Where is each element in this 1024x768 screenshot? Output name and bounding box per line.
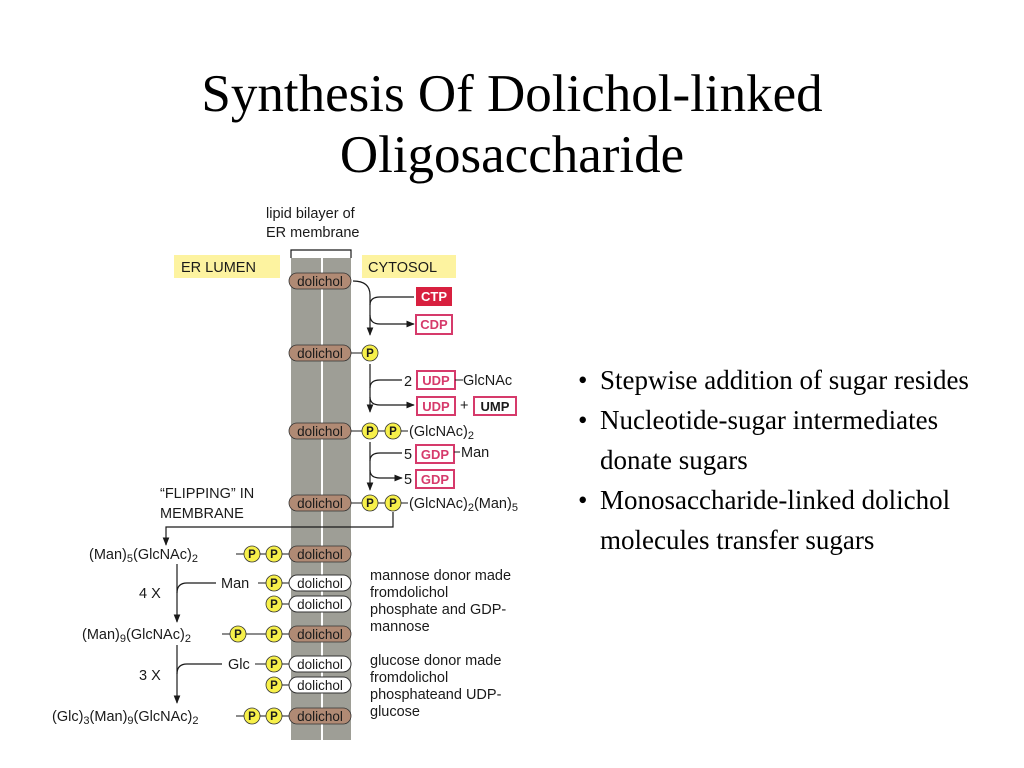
phosphate-label-man-released: P: [270, 599, 278, 611]
dolichol-label-glc-released: dolichol: [297, 678, 343, 693]
gdp-out-arrow: [369, 469, 403, 482]
udp-glcnac-coef: 2: [404, 374, 412, 390]
repeat-4x-label: 4 X: [139, 586, 161, 602]
gdp-label-out: GDP: [421, 472, 450, 487]
gdp-man-coef: 5: [404, 447, 412, 463]
phosphate-label-row-4b: P: [389, 498, 397, 510]
glcnac2-sub: 2: [468, 430, 474, 442]
glcnac2man5-row-4: (GlcNAc)2(Man)5: [409, 496, 518, 514]
glc-donor-label: Glc: [228, 657, 250, 673]
phosphate-label-row-7b: P: [270, 711, 278, 723]
bilayer-bracket: [290, 249, 352, 258]
gdp-label-in: GDP: [421, 447, 450, 462]
dolichol-label-man-released: dolichol: [297, 597, 343, 612]
phosphate-label-row-5a: P: [248, 549, 256, 561]
man5glcnac2-row-5: (Man)5(GlcNAc)2: [89, 547, 198, 565]
cdp-label: CDP: [420, 317, 448, 332]
man-label-row-3: Man: [461, 445, 489, 461]
phosphate-label-man-donor: P: [270, 578, 278, 590]
step1-arrow: [352, 280, 374, 336]
glucose-donor-note-line-3: phosphateand UDP-: [370, 687, 502, 703]
slide-title-line-2: Oligosaccharide: [339, 126, 685, 184]
glc3man9glcnac2-row-7: (Glc)3(Man)9(GlcNAc)2: [52, 709, 198, 727]
bilayer-label-line-2: ER membrane: [266, 225, 359, 241]
plus-sign: +: [460, 398, 468, 414]
glucose-donor-note-line-4: glucose: [370, 704, 420, 720]
ump-box: [473, 396, 517, 416]
repeat-3x-label: 3 X: [139, 668, 161, 684]
ctp-box: [416, 287, 452, 306]
man-donor-label: Man: [221, 576, 249, 592]
dolichol-label-row-7: dolichol: [297, 709, 343, 724]
gdp-out-coef: 5: [404, 472, 412, 488]
gdp-box-in: [415, 444, 455, 464]
man9glcnac2-row-6: (Man)9(GlcNAc)2: [82, 627, 191, 645]
er-lumen-label: ER LUMEN: [181, 260, 256, 276]
er-lumen-label-box: [174, 255, 280, 278]
dolichol-row-5: [288, 545, 352, 563]
dolichol-label-row-4: dolichol: [297, 496, 343, 511]
phosphate-label-row-2: P: [366, 348, 374, 360]
dolichol-label-man-donor: dolichol: [297, 576, 343, 591]
gdp-man-in-arrow: [369, 452, 402, 462]
slide-title-line-1: Synthesis Of Dolichol-linked: [201, 65, 823, 123]
flipping-label-line-1: “FLIPPING” IN: [160, 486, 254, 502]
phosphate-label-glc-released: P: [270, 680, 278, 692]
udp-glcnac-in-arrow: [369, 379, 402, 389]
dolichol-label-row-6: dolichol: [297, 627, 343, 642]
cdp-out-arrow: [369, 314, 415, 328]
mannose-donor-note-line-4: mannose: [370, 619, 430, 635]
udp-label-out: UDP: [422, 399, 450, 414]
ump-label: UMP: [481, 399, 510, 414]
mannose-donor-note-line-3: phosphate and GDP-: [370, 602, 506, 618]
bullet-item-2: Nucleotide-sugar intermediates donate su…: [574, 400, 1014, 480]
glcnac2-row-3: (GlcNAc)2: [409, 424, 474, 442]
dolichol-label-row-5: dolichol: [297, 547, 343, 562]
mannose-donor-note-line-1: mannose donor made: [370, 568, 511, 584]
slide-title: Synthesis Of Dolichol-linked Oligosaccha…: [0, 64, 1024, 186]
phosphate-label-row-7a: P: [248, 711, 256, 723]
bullet-list: Stepwise addition of sugar resides Nucle…: [574, 360, 1014, 560]
mannose-donor-note-line-2: fromdolichol: [370, 585, 448, 601]
phosphate-label-row-6a: P: [234, 629, 242, 641]
glcnac-label: GlcNAc: [463, 373, 512, 389]
man-transfer-arrow: [176, 582, 216, 594]
dolichol-row-6: [288, 625, 352, 643]
bullet-item-3: Monosaccharide-linked dolichol molecules…: [574, 480, 1014, 560]
glucose-donor-note-line-1: glucose donor made: [370, 653, 501, 669]
ctp-label: CTP: [421, 289, 447, 304]
udp-label-in: UDP: [422, 373, 450, 388]
bullet-item-1: Stepwise addition of sugar resides: [574, 360, 1014, 400]
phosphate-row-2: [361, 344, 379, 362]
phosphate-label-row-6b: P: [270, 629, 278, 641]
udp-box-out: [416, 396, 456, 416]
bilayer-label-line-1: lipid bilayer of: [266, 206, 356, 222]
phosphate-label-row-3a: P: [366, 426, 374, 438]
dolichol-row-7: [288, 707, 352, 725]
flipping-arrow: [162, 512, 394, 546]
phosphate-label-row-4a: P: [366, 498, 374, 510]
phosphate-label-row-5b: P: [270, 549, 278, 561]
phosphate-label-glc-donor: P: [270, 659, 278, 671]
dolichol-man-donor: [288, 574, 352, 592]
dolichol-label-row-3: dolichol: [297, 424, 343, 439]
dolichol-glc-released: [288, 676, 352, 694]
ctp-in-arrow: [369, 296, 414, 306]
dolichol-label-row-1: dolichol: [297, 274, 343, 289]
dolichol-man-released: [288, 595, 352, 613]
udp-out-arrow: [369, 396, 415, 409]
flipping-label-line-2: MEMBRANE: [160, 506, 244, 522]
glucose-donor-note-line-2: fromdolichol: [370, 670, 448, 686]
glc-transfer-arrow: [176, 663, 222, 675]
dolichol-glc-donor: [288, 655, 352, 673]
cdp-box: [415, 314, 453, 335]
cytosol-label: CYTOSOL: [368, 260, 437, 276]
dolichol-label-row-2: dolichol: [297, 346, 343, 361]
dolichol-row-1: [288, 272, 352, 290]
gdp-box-out: [415, 469, 455, 489]
cytosol-label-box: [362, 255, 456, 278]
dolichol-label-glc-donor: dolichol: [297, 657, 343, 672]
phosphate-label-row-3b: P: [389, 426, 397, 438]
